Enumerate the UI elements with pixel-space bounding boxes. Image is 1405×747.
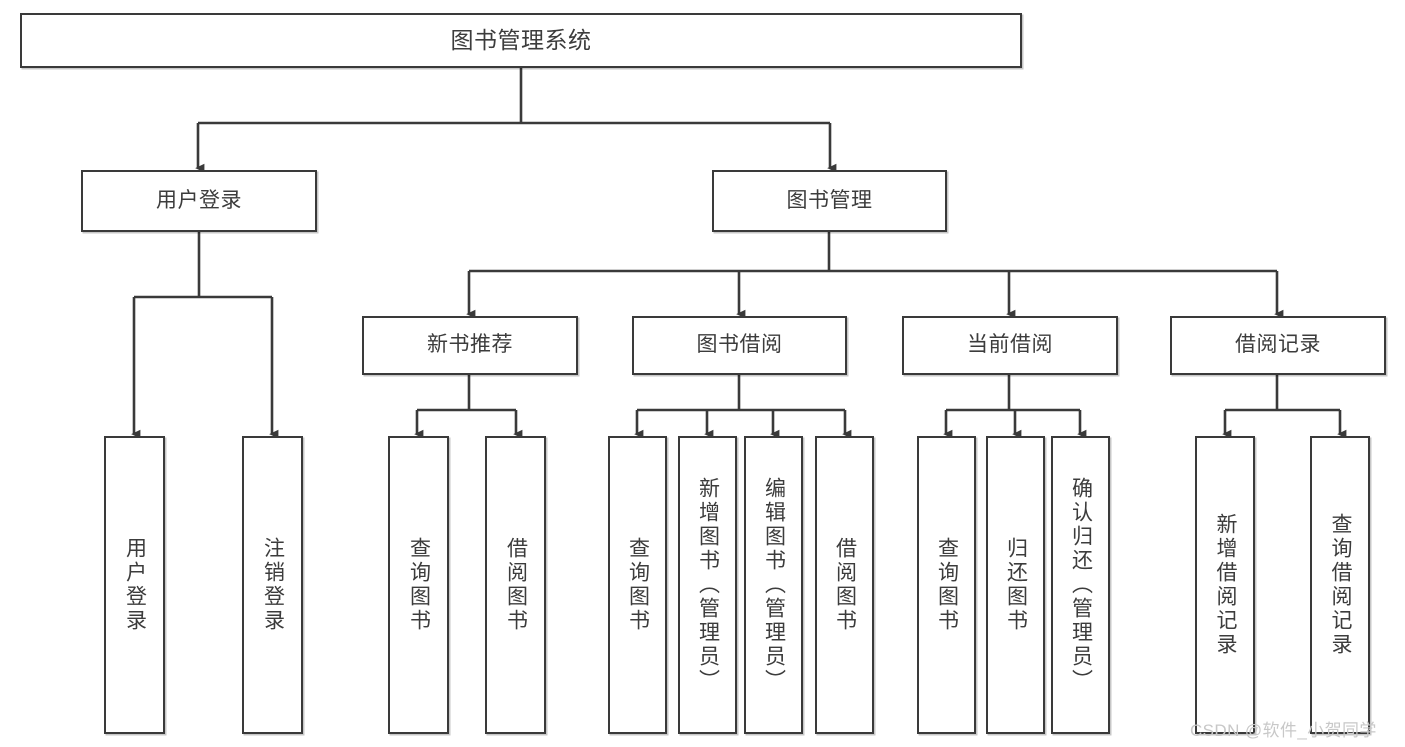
leaf-query-book-2[interactable]: 查询图书 — [608, 436, 667, 734]
leaf-user-login-label: 用户登录 — [123, 537, 147, 633]
leaf-return-book-label: 归还图书 — [1004, 537, 1028, 633]
leaf-add-record[interactable]: 新增借阅记录 — [1195, 436, 1255, 734]
leaf-query-record[interactable]: 查询借阅记录 — [1310, 436, 1370, 734]
leaf-query-book-1-label: 查询图书 — [407, 537, 431, 633]
node-root-label: 图书管理系统 — [450, 27, 592, 54]
node-book-manage-label: 图书管理 — [786, 188, 873, 212]
node-book-manage[interactable]: 图书管理 — [712, 170, 947, 232]
leaf-borrow-book-1[interactable]: 借阅图书 — [485, 436, 546, 734]
node-new-book-rec-label: 新书推荐 — [427, 333, 513, 357]
node-user-login[interactable]: 用户登录 — [81, 170, 317, 232]
leaf-borrow-book-2[interactable]: 借阅图书 — [815, 436, 874, 734]
leaf-query-book-3-label: 查询图书 — [935, 537, 959, 633]
csdn-watermark: CSDN @软件_小贺同学 — [1190, 721, 1377, 740]
node-book-borrow[interactable]: 图书借阅 — [632, 316, 847, 375]
leaf-query-book-2-label: 查询图书 — [626, 537, 650, 633]
leaf-borrow-book-1-label: 借阅图书 — [504, 537, 528, 633]
leaf-edit-book-label: 编辑图书（管理员） — [762, 477, 786, 693]
node-book-borrow-label: 图书借阅 — [696, 333, 783, 357]
leaf-edit-book[interactable]: 编辑图书（管理员） — [744, 436, 803, 734]
leaf-query-book-1[interactable]: 查询图书 — [388, 436, 449, 734]
leaf-add-book[interactable]: 新增图书（管理员） — [678, 436, 737, 734]
leaf-add-record-label: 新增借阅记录 — [1214, 513, 1238, 657]
leaf-user-login[interactable]: 用户登录 — [104, 436, 165, 734]
leaf-confirm-return-label: 确认归还（管理员） — [1069, 477, 1093, 693]
node-root[interactable]: 图书管理系统 — [20, 13, 1022, 68]
leaf-logout[interactable]: 注销登录 — [242, 436, 303, 734]
node-user-login-label: 用户登录 — [156, 188, 242, 212]
leaf-add-book-label: 新增图书（管理员） — [696, 477, 720, 693]
node-new-book-rec[interactable]: 新书推荐 — [362, 316, 578, 375]
leaf-return-book[interactable]: 归还图书 — [986, 436, 1045, 734]
node-current-borrow-label: 当前借阅 — [967, 333, 1053, 357]
node-current-borrow[interactable]: 当前借阅 — [902, 316, 1118, 375]
leaf-borrow-book-2-label: 借阅图书 — [833, 537, 857, 633]
node-borrow-record[interactable]: 借阅记录 — [1170, 316, 1386, 375]
leaf-confirm-return[interactable]: 确认归还（管理员） — [1051, 436, 1110, 734]
leaf-logout-label: 注销登录 — [261, 537, 285, 633]
leaf-query-book-3[interactable]: 查询图书 — [917, 436, 976, 734]
leaf-query-record-label: 查询借阅记录 — [1329, 513, 1353, 657]
node-borrow-record-label: 借阅记录 — [1235, 333, 1321, 357]
